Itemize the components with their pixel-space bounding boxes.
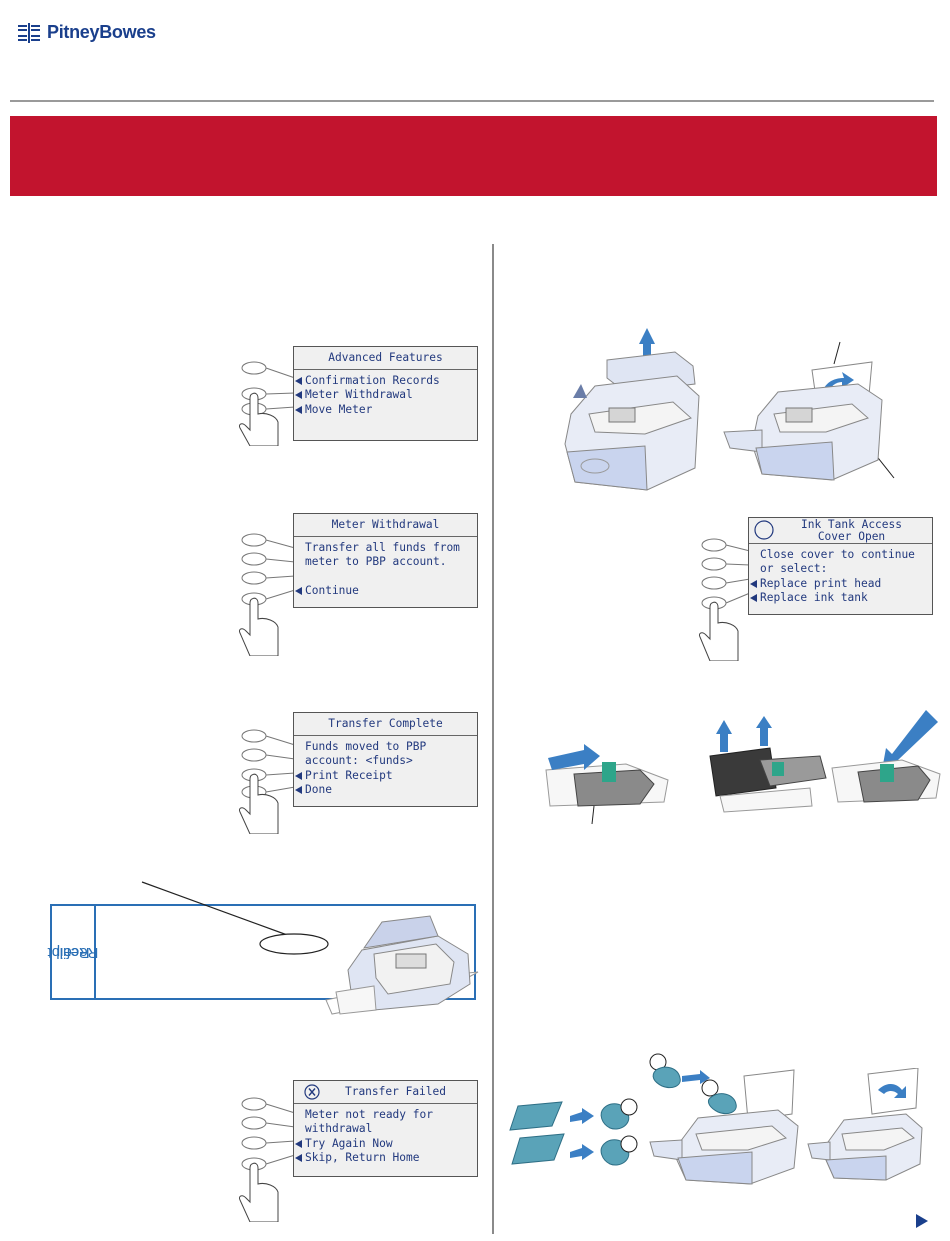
screen-title: Transfer Complete (294, 713, 477, 736)
screen-title: Transfer Failed (344, 1085, 447, 1098)
transfer-failed-screen: Transfer Failed Meter not ready for with… (293, 1080, 478, 1177)
menu-item-replace-ink-tank[interactable]: Replace ink tank (750, 591, 926, 605)
print-head-install-illustration (831, 710, 941, 803)
machine-ink-cover-open-illustration (723, 341, 895, 481)
pitney-bowes-logo-icon (18, 22, 40, 43)
softkeys-illustration (699, 538, 751, 661)
pressing-finger-icon (699, 601, 739, 661)
pressing-finger-icon (239, 597, 279, 656)
screen-message: account: <funds> (305, 754, 413, 768)
screen-title: Advanced Features (294, 347, 477, 370)
screen-message: Close cover to continue (760, 548, 915, 561)
machine-close-cover-illustration (807, 1068, 923, 1181)
softkeys-illustration (239, 361, 296, 446)
softkeys-illustration (239, 729, 296, 834)
pressing-finger-icon (239, 773, 279, 834)
transfer-complete-screen: Transfer Complete Funds moved to PBP acc… (293, 712, 478, 807)
meter-withdrawal-screen: Meter Withdrawal Transfer all funds from… (293, 513, 478, 608)
screen-message: Transfer all funds from (305, 541, 460, 554)
menu-item-skip-return-home[interactable]: Skip, Return Home (295, 1151, 471, 1165)
machine-cover-removed-illustration (564, 328, 700, 491)
screen-message: or select: (760, 562, 828, 576)
menu-item-try-again[interactable]: Try Again Now (295, 1137, 471, 1151)
menu-item-replace-print-head[interactable]: Replace print head (750, 577, 926, 591)
screen-blank-line (305, 570, 471, 584)
brand-name: PitneyBowes (47, 22, 156, 42)
menu-item-print-receipt[interactable]: Print Receipt (295, 769, 471, 783)
screen-title: Ink Tank Access (800, 518, 903, 531)
receipt-callout (141, 881, 329, 955)
brand-logo: PitneyBowes (18, 22, 156, 43)
screen-message: meter to PBP account. (305, 555, 447, 569)
screen-message: Meter not ready for (305, 1108, 433, 1121)
screen-message: Funds moved to PBP (305, 740, 427, 753)
print-head-release-illustration (545, 744, 669, 824)
next-page-arrow-icon[interactable] (916, 1214, 928, 1228)
column-divider (492, 244, 494, 1234)
screen-subtitle: Cover Open (817, 530, 886, 543)
menu-item-continue[interactable]: Continue (295, 584, 471, 598)
advanced-features-screen: Advanced Features Confirmation Records M… (293, 346, 478, 441)
menu-item-confirmation-records[interactable]: Confirmation Records (295, 374, 471, 388)
mailing-machine-illustration (325, 915, 479, 1015)
pressing-finger-icon (239, 392, 279, 446)
receipt-label-line2: Receipt (47, 944, 99, 961)
x-icon (304, 1084, 320, 1100)
softkeys-illustration (239, 533, 296, 656)
screen-title-row: Transfer Failed (294, 1081, 477, 1104)
ink-packaging-illustration (509, 1098, 638, 1166)
ink-tank-insert-illustration (649, 1053, 799, 1185)
header-rule (10, 100, 934, 102)
pressing-finger-icon (239, 1162, 279, 1222)
title-banner (10, 116, 937, 196)
menu-item-meter-withdrawal[interactable]: Meter Withdrawal (295, 388, 471, 402)
softkeys-illustration (239, 1097, 296, 1222)
screen-message: withdrawal (305, 1122, 373, 1136)
menu-item-move-meter[interactable]: Move Meter (295, 403, 471, 417)
info-circle-icon (754, 520, 774, 540)
print-head-remove-illustration (709, 716, 827, 813)
menu-item-done[interactable]: Done (295, 783, 471, 797)
ink-tank-access-screen: Ink Tank Access Cover Open Close cover t… (748, 517, 933, 615)
screen-title-row: Ink Tank Access Cover Open (749, 518, 932, 544)
screen-title: Meter Withdrawal (294, 514, 477, 537)
